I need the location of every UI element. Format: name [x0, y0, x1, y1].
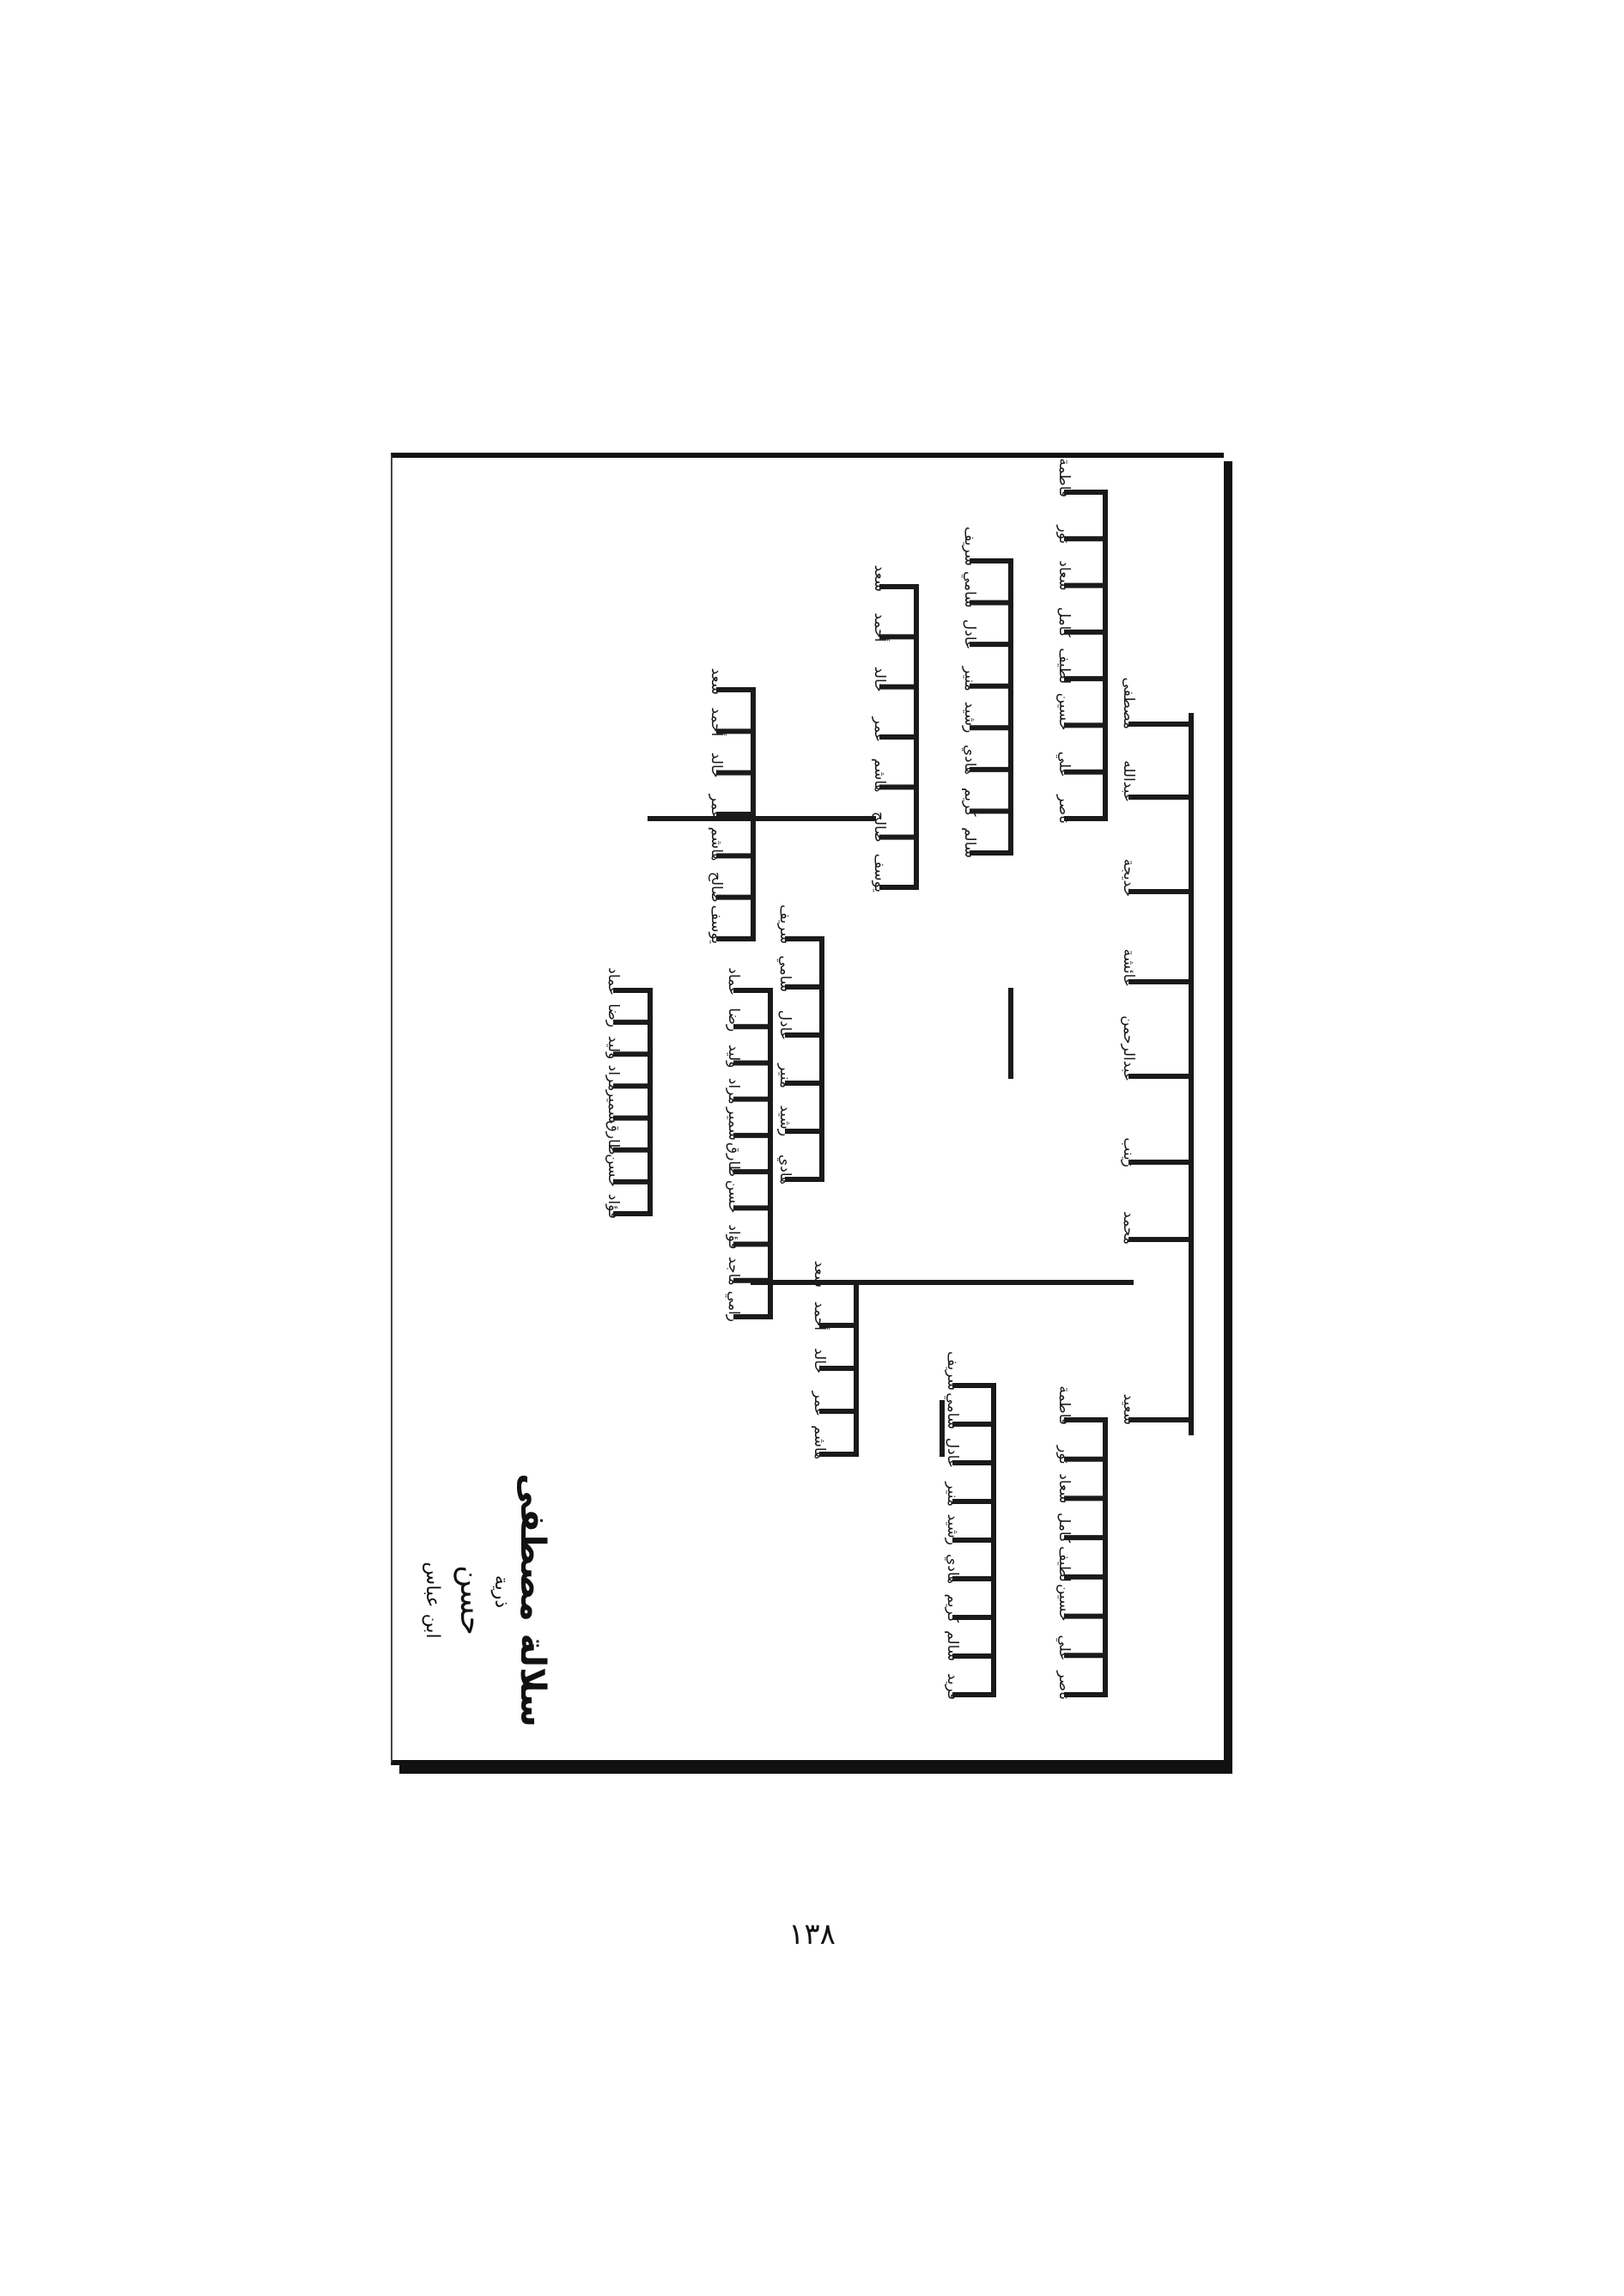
group-c-name: خالد [871, 667, 888, 692]
group-d-name: فؤاد [725, 1224, 742, 1249]
group-b2-name: شريف [944, 1351, 961, 1391]
group-b-name: شريف [961, 527, 978, 566]
group-a2-name: فاطمة [1055, 1386, 1073, 1425]
group-b2-name: سامي [944, 1392, 961, 1429]
group-b-name: هادي [961, 745, 978, 775]
group-c3-name: خالد [708, 752, 725, 778]
group-c2-name: سعد [811, 1261, 828, 1288]
level1-name: عائشة [1120, 949, 1137, 987]
group-c-name: سعد [871, 565, 888, 592]
group-a-name: فاطمة [1055, 458, 1073, 497]
group-b-name: سامي [961, 571, 978, 608]
group-c-name: يوسف [871, 854, 888, 893]
group-a-name: ناصر [1055, 794, 1073, 824]
group-b3-name: سامي [776, 955, 794, 992]
group-c3-name: هاشم [708, 827, 725, 862]
level1-name: محمد [1120, 1211, 1137, 1245]
group-c2-name: أحمد [811, 1301, 830, 1331]
group-c3-name: أحمد [708, 707, 727, 736]
title-line-4: ابن عباس [422, 1562, 443, 1638]
group-a2-name: نور [1055, 1445, 1073, 1465]
group-d2-name: طارق [605, 1121, 622, 1155]
group-a-name: حسين [1055, 693, 1073, 731]
group-b-name: منير [961, 666, 978, 691]
group-d2-name: حسن [605, 1154, 622, 1187]
tree-title-block: سلالة مصطفى ذرية حسن ابن عباس [422, 1473, 552, 1727]
group-c3-name: صالح [708, 872, 725, 903]
group-d2-name: فؤاد [605, 1194, 622, 1219]
group-a2-name: علي [1055, 1635, 1073, 1660]
group-c-name: أحمد [871, 612, 890, 642]
group-a2-name: لطيف [1055, 1546, 1073, 1582]
group-d-name: مراد [725, 1078, 742, 1105]
group-b2-name: فريد [944, 1673, 961, 1700]
group-d2-name: رضا [605, 1003, 622, 1027]
title-line-3: حسن [453, 1565, 489, 1635]
group-b3-name: منير [776, 1063, 794, 1088]
group-b2-name: سالم [944, 1630, 961, 1661]
group-b2-name: منير [944, 1481, 961, 1507]
group-a2-name: حسين [1055, 1584, 1073, 1622]
group-c2-name: عمر [811, 1391, 828, 1416]
tree-connector-lines [613, 490, 1194, 1697]
group-a-name: لطيف [1055, 648, 1073, 684]
family-tree-diagram: مصطفى عبدالله خديجة عائشة عبدالرحمن زينب محمد س… [422, 458, 1194, 1727]
group-a-name: نور [1055, 525, 1073, 545]
group-d-name: حسن [725, 1180, 742, 1214]
group-a2-name: كامل [1055, 1513, 1073, 1544]
level1-name: خديجة [1120, 859, 1137, 897]
level1-name: عبدالله [1120, 760, 1137, 802]
group-d2-name: سمير [605, 1089, 622, 1124]
group-c3-name: عمر [708, 794, 725, 819]
title-line-2: ذرية [490, 1575, 512, 1608]
group-d2-name: وليد [605, 1036, 622, 1059]
title-line-1: سلالة مصطفى [513, 1473, 552, 1727]
group-b-name: رشيد [961, 702, 978, 734]
group-c-name: عمر [871, 716, 888, 742]
group-b3-name: عادل [776, 1010, 794, 1040]
group-c-name: هاشم [871, 758, 888, 793]
level1-name: عبدالرحمن [1120, 1015, 1137, 1081]
group-c-name: صالح [871, 812, 888, 843]
group-b2-name: رشيد [944, 1513, 961, 1545]
group-d-name: رضا [725, 1008, 742, 1032]
group-a-name: كامل [1055, 607, 1073, 638]
group-b3-name: هادي [776, 1154, 794, 1185]
level1-name: مصطفى [1120, 677, 1137, 729]
group-b-name: كريم [961, 788, 978, 817]
group-b-name: سالم [961, 827, 978, 858]
group-d-name: طارق [725, 1142, 742, 1177]
group-b2-name: عادل [944, 1438, 961, 1468]
group-b3-name: رشيد [776, 1105, 794, 1136]
group-d2-name: مراد [605, 1065, 622, 1092]
group-a2-name: سعاد [1055, 1473, 1073, 1503]
family-tree-frame: مصطفى عبدالله خديجة عائشة عبدالرحمن زينب محمد س… [391, 453, 1224, 1765]
group-b-name: عادل [961, 619, 978, 649]
group-d-name: عماد [725, 967, 742, 996]
group-c3-name: يوسف [708, 905, 725, 945]
group-d2-name: عماد [605, 967, 622, 996]
group-d-name: ماجد [725, 1257, 742, 1286]
group-d-name: وليد [725, 1044, 742, 1068]
group-c2-name: هاشم [811, 1425, 828, 1459]
group-d-name: سمير [725, 1106, 742, 1141]
group-a2-name: ناصر [1055, 1670, 1073, 1700]
page-number: ١٣٨ [788, 1917, 836, 1952]
tree-name-labels: مصطفى عبدالله خديجة عائشة عبدالرحمن زينب محمد س… [605, 458, 1137, 1700]
group-a-name: سعاد [1055, 560, 1073, 590]
level1-name: سعيد [1120, 1394, 1137, 1426]
group-b2-name: هادي [944, 1554, 961, 1584]
group-a-name: علي [1055, 752, 1073, 777]
group-b2-name: كريم [944, 1593, 961, 1623]
group-b3-name: شريف [776, 904, 794, 944]
group-c2-name: خالد [811, 1348, 828, 1373]
group-c3-name: سعد [708, 668, 725, 695]
group-d-name: رامي [725, 1291, 742, 1322]
level1-name: زينب [1120, 1137, 1137, 1167]
